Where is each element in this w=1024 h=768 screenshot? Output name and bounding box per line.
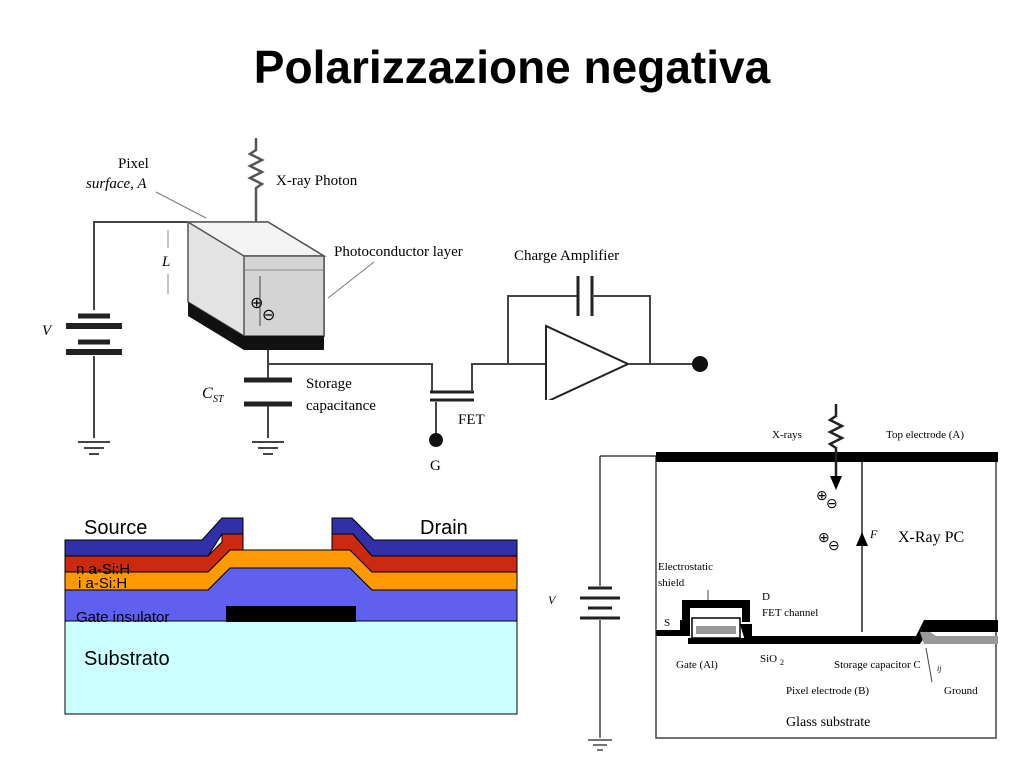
pixel-voltage-label: V xyxy=(548,593,557,607)
storage-capacitor-label: Storage capacitor C xyxy=(834,659,921,671)
storage-label-2: capacitance xyxy=(306,398,376,414)
cst-subscript: ST xyxy=(213,394,225,405)
storage-capacitor-subscript: ij xyxy=(937,664,942,673)
electron-charge-symbol: ⊖ xyxy=(262,307,275,324)
hole-charge-symbol: ⊕ xyxy=(250,295,263,312)
left-wire xyxy=(93,221,188,310)
amplifier-triangle xyxy=(545,324,631,404)
slide-title: Polarizzazione negativa xyxy=(253,41,771,93)
battery-symbol xyxy=(66,313,122,355)
charge-pair-lower: ⊕ xyxy=(818,529,830,545)
ground-label: Ground xyxy=(944,685,978,697)
drain-d-label: D xyxy=(762,591,770,603)
ground-symbol-left xyxy=(78,441,110,455)
top-electrode xyxy=(656,452,998,462)
ground-symbol-capacitor xyxy=(252,441,284,455)
pixel-frame xyxy=(655,456,997,739)
sio2-label: SiO xyxy=(760,653,777,665)
xray-photon-label: X-ray Photon xyxy=(276,173,358,189)
cst-label: C xyxy=(202,385,213,402)
gate-electrode xyxy=(226,606,356,622)
length-label: L xyxy=(161,254,170,270)
fet-channel-label: FET channel xyxy=(762,607,818,619)
field-label: F xyxy=(869,527,878,541)
electrostatic-shield-label-2: shield xyxy=(658,577,685,589)
gate-al-label: Gate (Al) xyxy=(676,659,718,671)
tft-cross-section: Source Drain n a-Si:H i a-Si:H Gate insu… xyxy=(64,517,518,715)
battery-voltage-label: V xyxy=(42,323,53,339)
glass-substrate-label: Glass substrate xyxy=(786,715,870,730)
pixel-cross-section: Top electrode (A) X-rays ⊕ ⊖ ⊕ ⊖ F X-Ray… xyxy=(540,400,1010,762)
xray-arrow xyxy=(827,404,845,490)
i-asih-label: i a-Si:H xyxy=(78,575,127,592)
drain-label: Drain xyxy=(420,517,468,539)
circuit-schematic: V Pixel surface, A X-ray Photon L ⊕ ⊖ Ph… xyxy=(38,130,710,475)
storage-label-1: Storage xyxy=(306,376,352,392)
pixel-ground-symbol xyxy=(588,739,612,751)
xrays-label: X-rays xyxy=(772,429,802,441)
n-asih-label: n a-Si:H xyxy=(76,561,130,578)
output-terminal xyxy=(692,356,708,372)
gate-insulator-label: Gate insulator xyxy=(76,609,169,626)
electrostatic-shield-label-1: Electrostatic xyxy=(658,561,713,573)
sio2-subscript: 2 xyxy=(780,658,784,667)
gate-label: G xyxy=(430,458,441,474)
charge-pair-lower-minus: ⊖ xyxy=(828,537,840,553)
source-label: Source xyxy=(84,517,147,539)
charge-pair-upper-minus: ⊖ xyxy=(826,495,838,511)
n-asih-layer-left xyxy=(64,533,244,573)
top-electrode-label: Top electrode (A) xyxy=(886,429,964,441)
substrate-label: Substrato xyxy=(84,648,170,670)
charge-amplifier-label: Charge Amplifier xyxy=(514,248,619,264)
pixel-surface-label-1: Pixel xyxy=(118,156,149,172)
source-s-label: S xyxy=(664,617,670,629)
pixel-surface-label-2: surface, A xyxy=(86,176,147,192)
fet-label: FET xyxy=(458,412,485,428)
fet-transistor xyxy=(429,363,546,447)
charge-pair-upper: ⊕ xyxy=(816,487,828,503)
pixel-battery xyxy=(580,586,620,620)
tft-structure xyxy=(656,600,998,644)
xray-pc-label: X-Ray PC xyxy=(898,529,964,546)
source-contact xyxy=(64,517,244,557)
pixel-electrode-label: Pixel electrode (B) xyxy=(786,685,869,697)
photoconductor-block xyxy=(185,221,327,350)
photoconductor-layer-label: Photoconductor layer xyxy=(334,244,463,260)
drain-contact xyxy=(331,517,518,557)
